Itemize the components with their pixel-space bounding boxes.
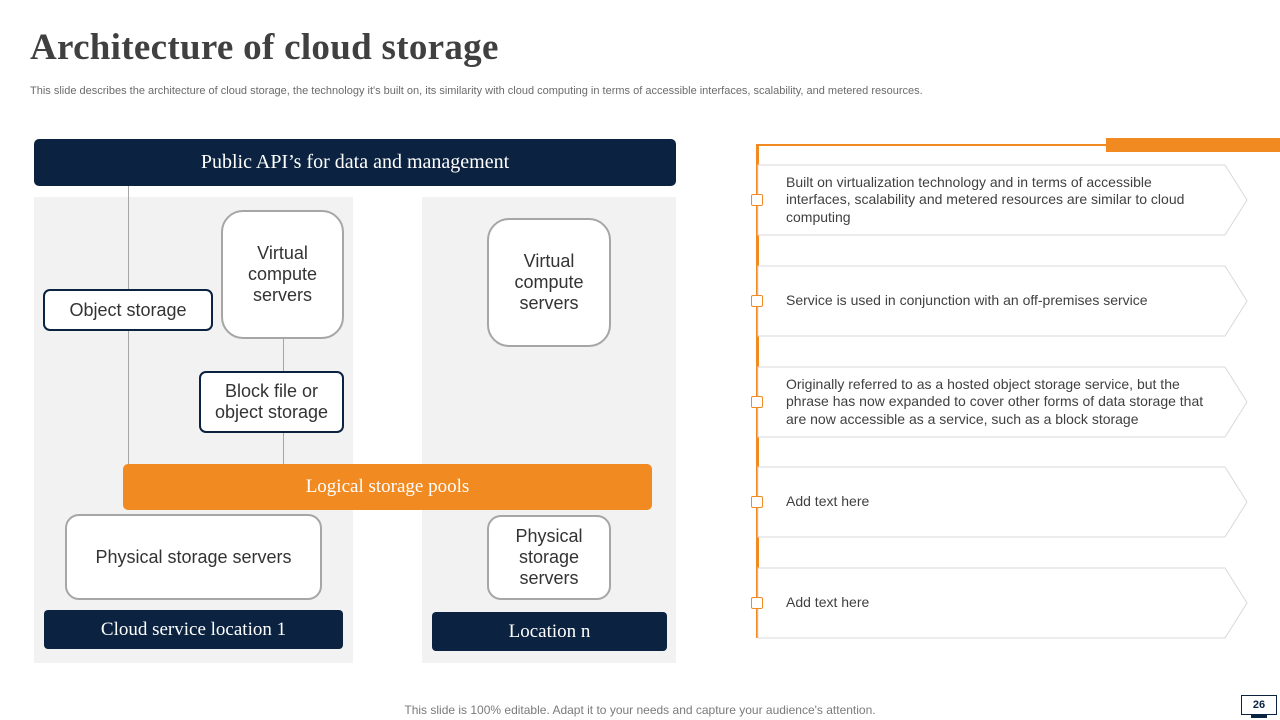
point-item-3: Originally referred to as a hosted objec… (751, 366, 1249, 438)
chevron-shape (757, 466, 1248, 538)
cloud-service-location-1-bar: Cloud service location 1 (44, 610, 343, 649)
point-item-2: Service is used in conjunction with an o… (751, 265, 1249, 337)
virtual-compute-servers-box-1: Virtual compute servers (221, 210, 344, 339)
logical-storage-pools-bar: Logical storage pools (123, 464, 652, 510)
page-number-stand (1251, 715, 1267, 718)
physical-storage-servers-box-1: Physical storage servers (65, 514, 322, 600)
header-accent-bar (1106, 138, 1280, 152)
chevron-shape (757, 164, 1248, 236)
timeline-marker (751, 597, 763, 609)
point-item-5: Add text here (751, 567, 1249, 639)
point-text: Add text here (786, 493, 870, 510)
point-text: Built on virtualization technology and i… (786, 173, 1185, 225)
footer-note: This slide is 100% editable. Adapt it to… (404, 703, 876, 717)
point-text: Originally referred to as a hosted objec… (786, 375, 1204, 427)
timeline-marker (751, 194, 763, 206)
page-number: 26 (1241, 695, 1277, 715)
chevron-shape (757, 366, 1248, 438)
virtual-compute-servers-box-n: Virtual compute servers (487, 218, 611, 347)
chevron-shape (757, 265, 1248, 337)
point-text: Service is used in conjunction with an o… (786, 292, 1148, 309)
chevron-shape (757, 567, 1248, 639)
physical-storage-servers-box-n: Physical storage servers (487, 515, 611, 600)
timeline-marker (751, 396, 763, 408)
location-n-bar: Location n (432, 612, 667, 651)
timeline-top-line (756, 144, 1106, 146)
public-api-bar: Public API’s for data and management (34, 139, 676, 186)
object-storage-box: Object storage (43, 289, 213, 331)
timeline-marker (751, 496, 763, 508)
page-title: Architecture of cloud storage (30, 27, 499, 68)
block-storage-box: Block file or object storage (199, 371, 344, 433)
point-text: Add text here (786, 594, 870, 611)
point-item-4: Add text here (751, 466, 1249, 538)
timeline-marker (751, 295, 763, 307)
point-item-1: Built on virtualization technology and i… (751, 164, 1249, 236)
page-subtitle: This slide describes the architecture of… (30, 85, 923, 97)
